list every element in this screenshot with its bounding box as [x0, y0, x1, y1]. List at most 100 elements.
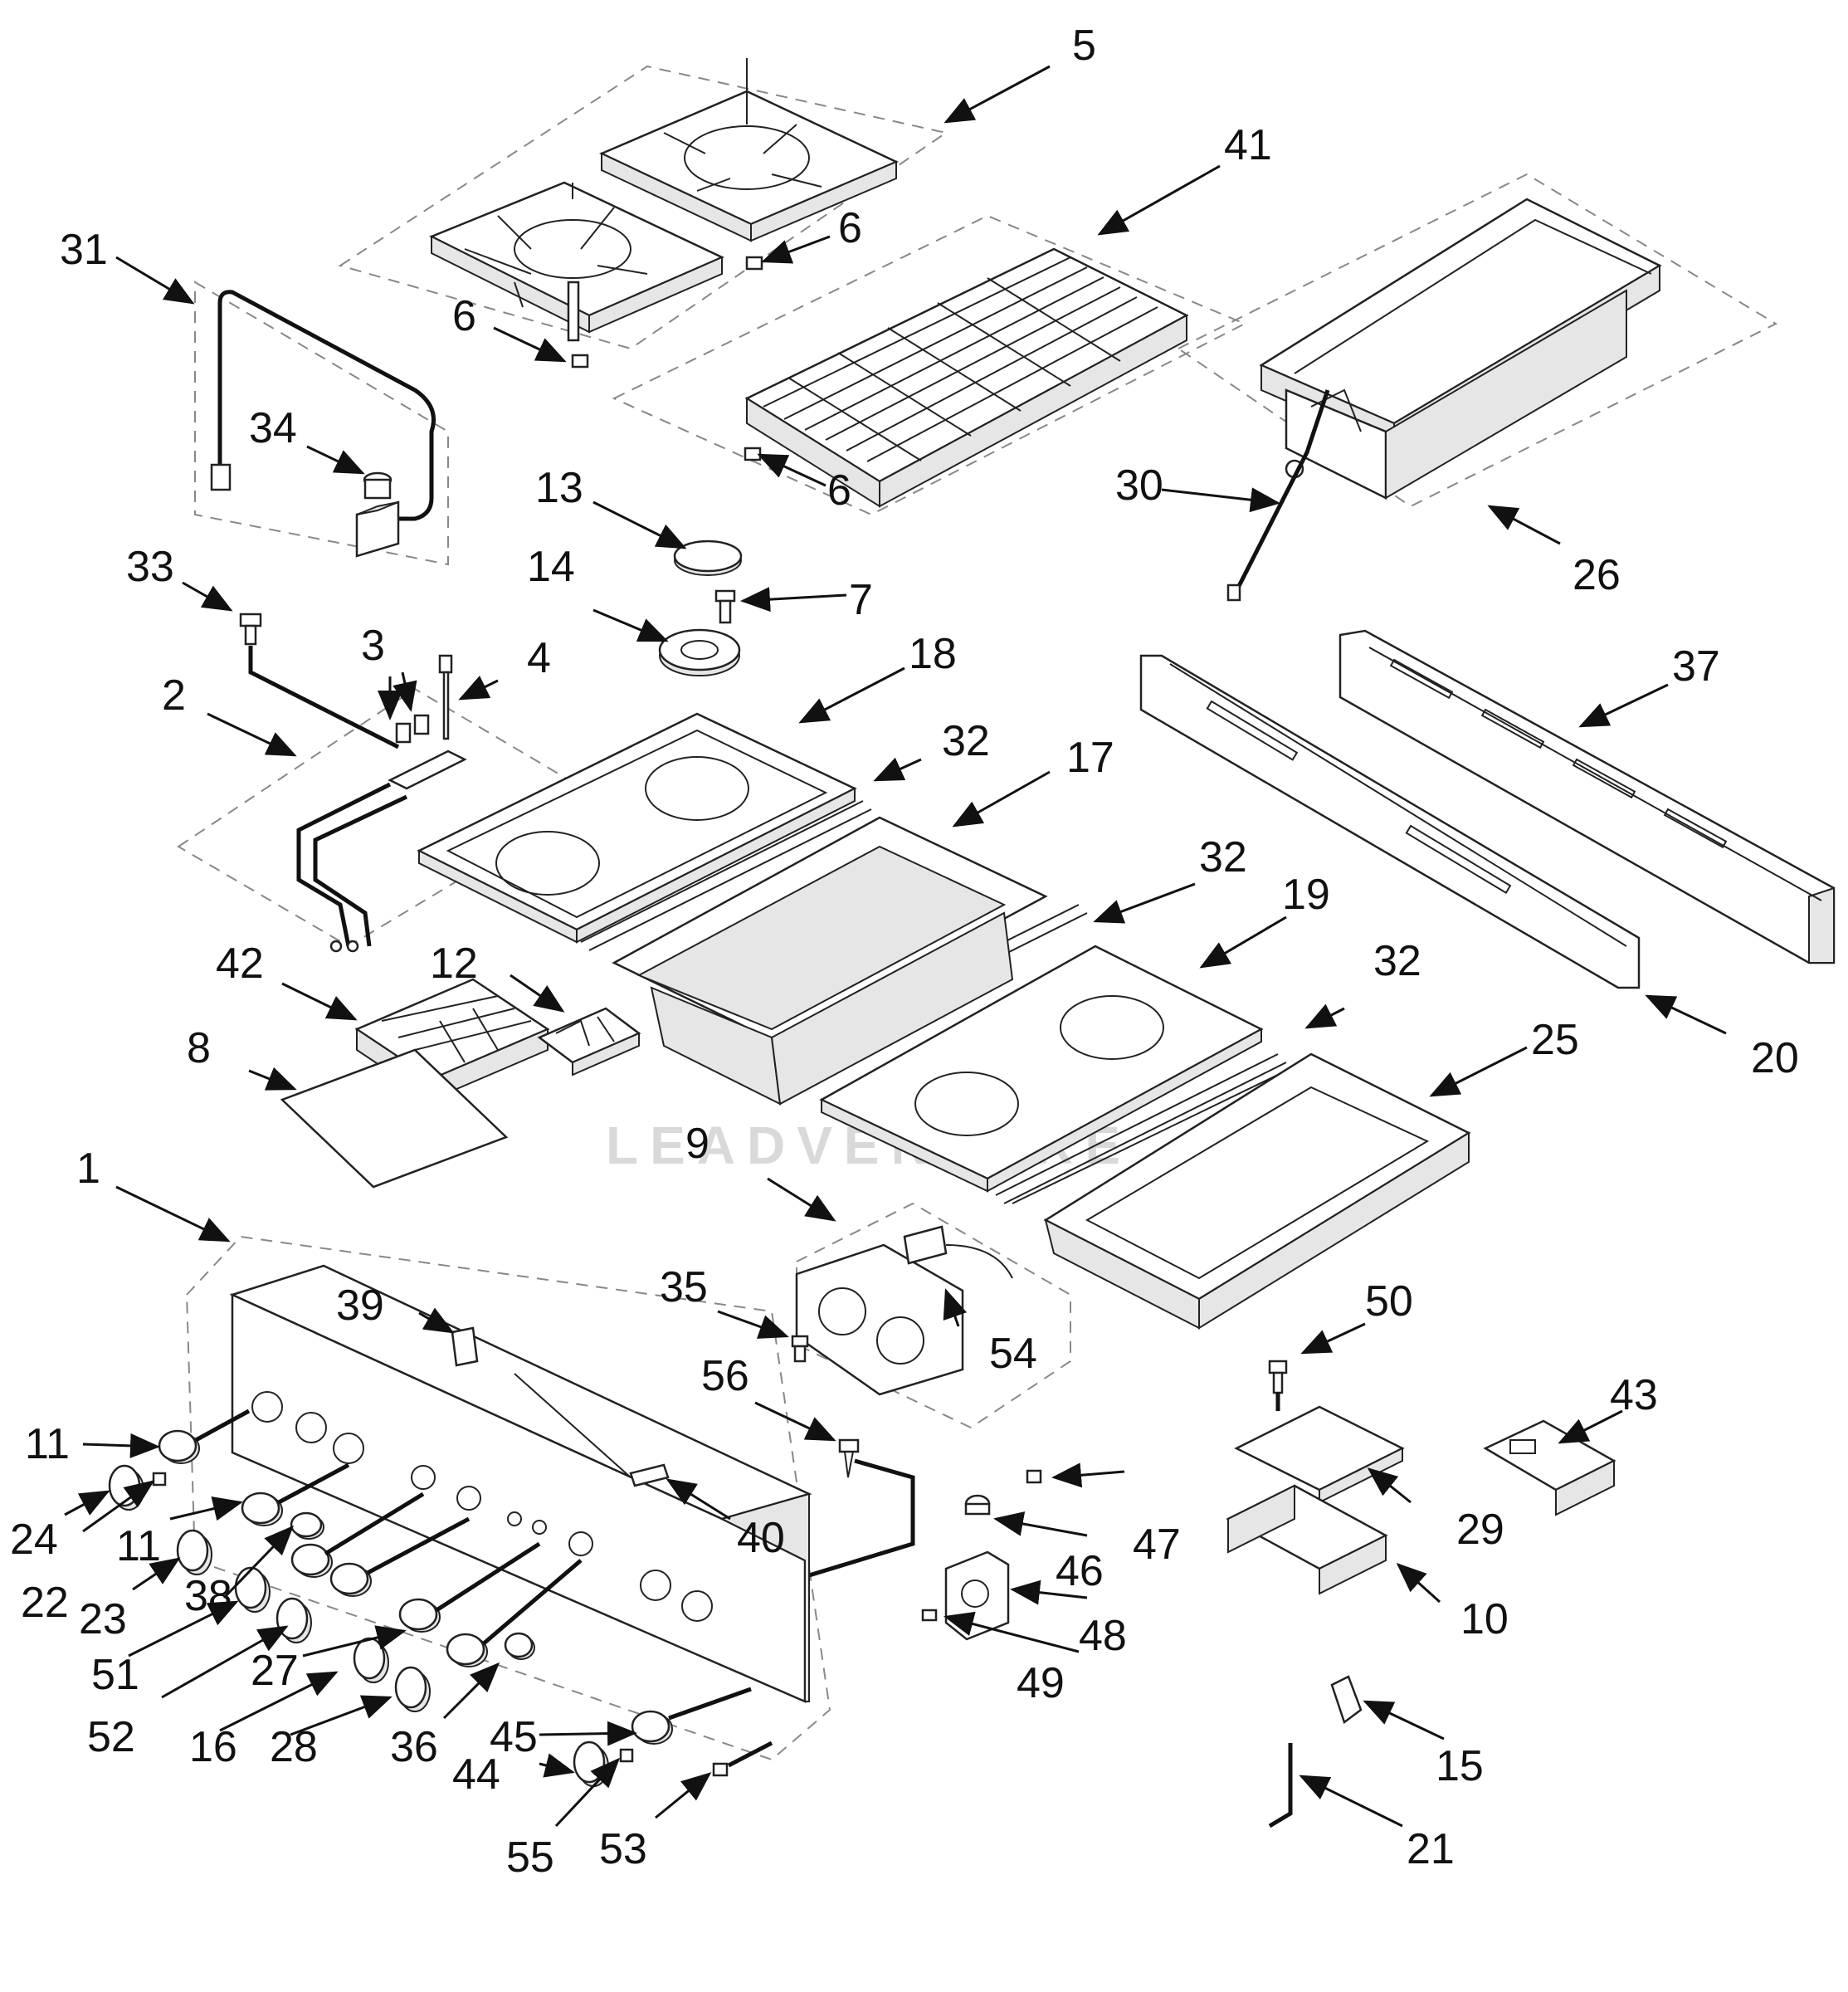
callout-43: 43: [1610, 1371, 1658, 1419]
screw: [1268, 1360, 1288, 1394]
callout-20: 20: [1751, 1034, 1799, 1082]
switch: [964, 1494, 991, 1516]
knob-bezel: [504, 1632, 535, 1660]
callout-28: 28: [270, 1723, 318, 1771]
callout-36: 36: [390, 1723, 438, 1771]
burner-manifold: [296, 749, 467, 953]
burner-base: [658, 628, 741, 676]
callout-32: 32: [1373, 937, 1421, 985]
control-knob: [394, 1666, 431, 1712]
trim-strip: [1012, 1070, 1287, 1204]
knob-bezel: [631, 1710, 673, 1745]
shaft-line: [194, 1409, 773, 1768]
screw: [152, 1472, 167, 1487]
burner-pan-lower: [819, 945, 1264, 1193]
screw: [838, 1438, 860, 1478]
control-knob: [176, 1529, 212, 1575]
thermocouple: [1226, 389, 1330, 602]
callout-51: 51: [91, 1651, 139, 1699]
callout-24: 24: [10, 1516, 58, 1564]
callout-45: 45: [490, 1713, 538, 1761]
callout-32: 32: [942, 717, 990, 765]
knob-bezel: [158, 1429, 200, 1464]
burner-cap: [673, 540, 743, 576]
knob-bezel: [329, 1562, 372, 1597]
callout-30: 30: [1115, 461, 1163, 510]
grate-foot: [744, 447, 762, 461]
control-knob: [275, 1597, 312, 1643]
callout-labels: 5 41 31 6 6 34 30 13 6 26 33 14 7 3 4 18…: [10, 22, 1799, 1882]
callout-33: 33: [126, 543, 174, 591]
gas-fitting: [363, 471, 393, 500]
knob-bezel: [290, 1543, 333, 1578]
callout-8: 8: [187, 1024, 211, 1072]
callout-39: 39: [336, 1282, 384, 1330]
callout-4: 4: [527, 634, 551, 682]
callout-25: 25: [1531, 1016, 1579, 1064]
burner-grate-left: [428, 181, 725, 342]
griddle-assembly: [1259, 198, 1662, 500]
burner-pan-upper: [417, 712, 857, 944]
rear-trim-rail: [1139, 654, 1641, 989]
mount-bracket: [1234, 1405, 1405, 1504]
callout-34: 34: [249, 404, 297, 452]
control-knob: [573, 1741, 609, 1787]
knob-bezel: [290, 1511, 324, 1540]
callout-55: 55: [506, 1833, 554, 1882]
callout-14: 14: [527, 543, 575, 591]
callout-leaders: [64, 65, 1727, 1828]
ignitor-module: [537, 1007, 641, 1077]
burner-screw: [714, 589, 736, 624]
callout-10: 10: [1460, 1595, 1509, 1643]
callout-35: 35: [660, 1263, 708, 1311]
callout-32: 32: [1199, 833, 1247, 881]
screw: [239, 613, 262, 646]
panel-bracket: [451, 1326, 479, 1367]
callout-12: 12: [430, 940, 478, 988]
screw: [619, 1748, 634, 1763]
callout-1: 1: [76, 1145, 100, 1193]
callout-3: 3: [361, 622, 385, 670]
callout-44: 44: [452, 1750, 500, 1799]
power-module: [795, 1225, 1013, 1396]
knob-bezel: [241, 1492, 283, 1526]
callout-50: 50: [1365, 1277, 1413, 1326]
insulation-sheet: [280, 1048, 509, 1189]
knob-bezel: [398, 1598, 441, 1633]
callout-6: 6: [827, 466, 851, 515]
callout-2: 2: [162, 671, 186, 720]
relay-module: [1483, 1419, 1616, 1516]
trim-strip: [995, 1053, 1287, 1204]
callout-56: 56: [701, 1352, 749, 1400]
control-knob: [234, 1566, 271, 1613]
control-knob: [108, 1464, 144, 1511]
callout-23: 23: [79, 1595, 127, 1643]
clip: [1026, 1469, 1042, 1484]
burner-grate-right: [598, 58, 900, 242]
center-basin: [612, 816, 1048, 1106]
side-trim-rail: [1338, 629, 1836, 964]
callout-37: 37: [1672, 642, 1720, 691]
callout-52: 52: [87, 1713, 135, 1761]
mount-strap: [1268, 1743, 1293, 1828]
callout-53: 53: [599, 1825, 647, 1873]
callout-6: 6: [452, 292, 476, 340]
trim-strip: [580, 800, 872, 951]
callout-11: 11: [25, 1420, 70, 1468]
electrode: [438, 654, 453, 740]
callout-18: 18: [909, 630, 957, 678]
callout-29: 29: [1456, 1506, 1504, 1554]
callout-16: 16: [189, 1723, 237, 1771]
callout-13: 13: [535, 464, 583, 512]
bracket-plate: [1330, 1675, 1363, 1725]
callout-9: 9: [685, 1120, 709, 1168]
callout-49: 49: [1017, 1659, 1065, 1707]
callout-40: 40: [737, 1514, 785, 1562]
knob-bezel: [446, 1633, 488, 1667]
callout-46: 46: [1056, 1547, 1104, 1595]
callout-7: 7: [849, 576, 873, 624]
callout-41: 41: [1224, 121, 1272, 169]
callout-42: 42: [216, 940, 264, 988]
callout-11: 11: [116, 1522, 161, 1570]
gas-tube: [210, 290, 436, 558]
